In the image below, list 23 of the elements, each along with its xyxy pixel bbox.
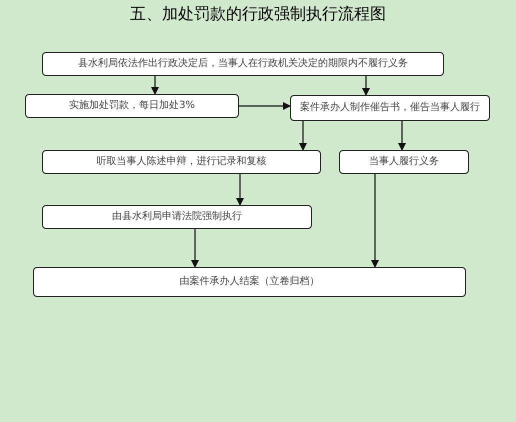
arrow xyxy=(362,76,370,96)
box-text: 由县水利局申请法院强制执行 xyxy=(112,211,242,223)
process-box xyxy=(33,267,466,297)
box-text: 案件承办人制作催告书，催告当事人履行 xyxy=(300,102,480,114)
process-box xyxy=(339,150,469,174)
arrow xyxy=(239,102,291,110)
process-box xyxy=(290,95,490,121)
arrow xyxy=(299,121,307,151)
process-box xyxy=(25,94,239,118)
box-text: 当事人履行义务 xyxy=(369,156,439,168)
process-box xyxy=(42,52,444,76)
arrow xyxy=(151,76,159,95)
arrow xyxy=(398,121,406,151)
box-text: 实施加处罚款，每日加处3% xyxy=(69,100,195,112)
box-text: 由案件承办人结案（立卷归档） xyxy=(180,276,320,288)
arrow xyxy=(371,174,379,268)
arrow xyxy=(236,174,244,206)
arrow xyxy=(191,229,199,268)
box-text: 听取当事人陈述申辩，进行记录和复核 xyxy=(96,156,266,168)
process-box xyxy=(42,150,321,174)
diagram-title: 五、加处罚款的行政强制执行流程图 xyxy=(129,4,387,25)
process-box xyxy=(42,205,312,229)
box-text: 县水利局依法作出行政决定后，当事人在行政机关决定的期限内不履行义务 xyxy=(78,58,408,70)
